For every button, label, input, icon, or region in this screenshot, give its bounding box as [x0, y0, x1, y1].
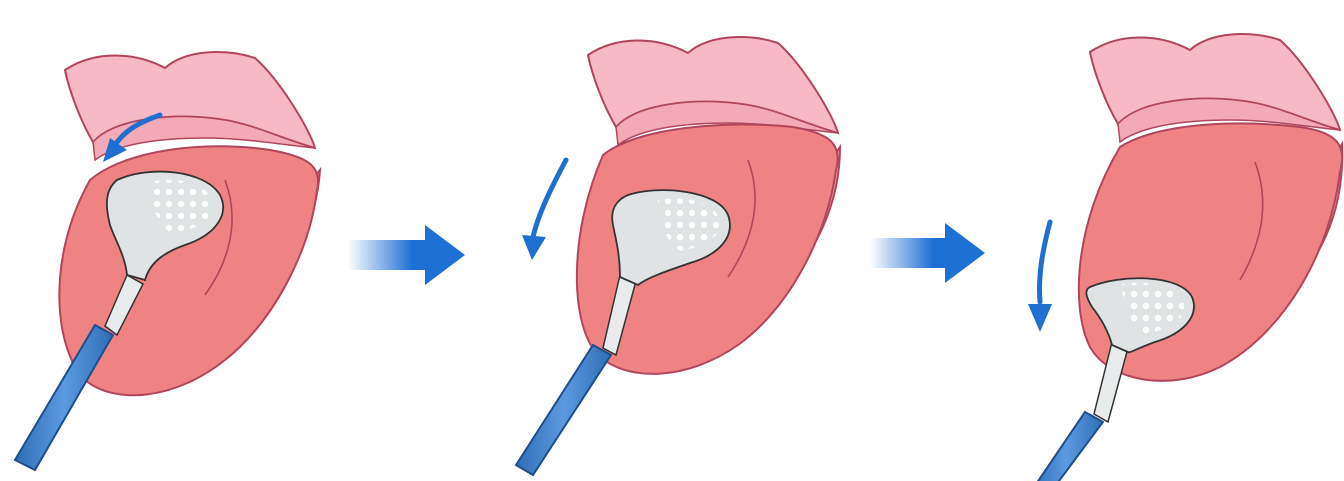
step-arrow-1 — [348, 225, 465, 285]
motion-arrow-icon — [1039, 222, 1050, 302]
right-arrow-icon — [348, 225, 465, 285]
tongue-cleaner-handle — [15, 325, 113, 470]
tongue-cleaner-handle — [1030, 412, 1103, 481]
motion-arrow-icon — [533, 160, 566, 237]
step-3-illustration — [1028, 34, 1342, 481]
step-2-illustration — [516, 37, 840, 475]
step-1-illustration — [15, 52, 320, 470]
step-arrow-2 — [870, 223, 985, 283]
right-arrow-icon — [870, 223, 985, 283]
tongue-cleaner-handle — [516, 345, 611, 475]
